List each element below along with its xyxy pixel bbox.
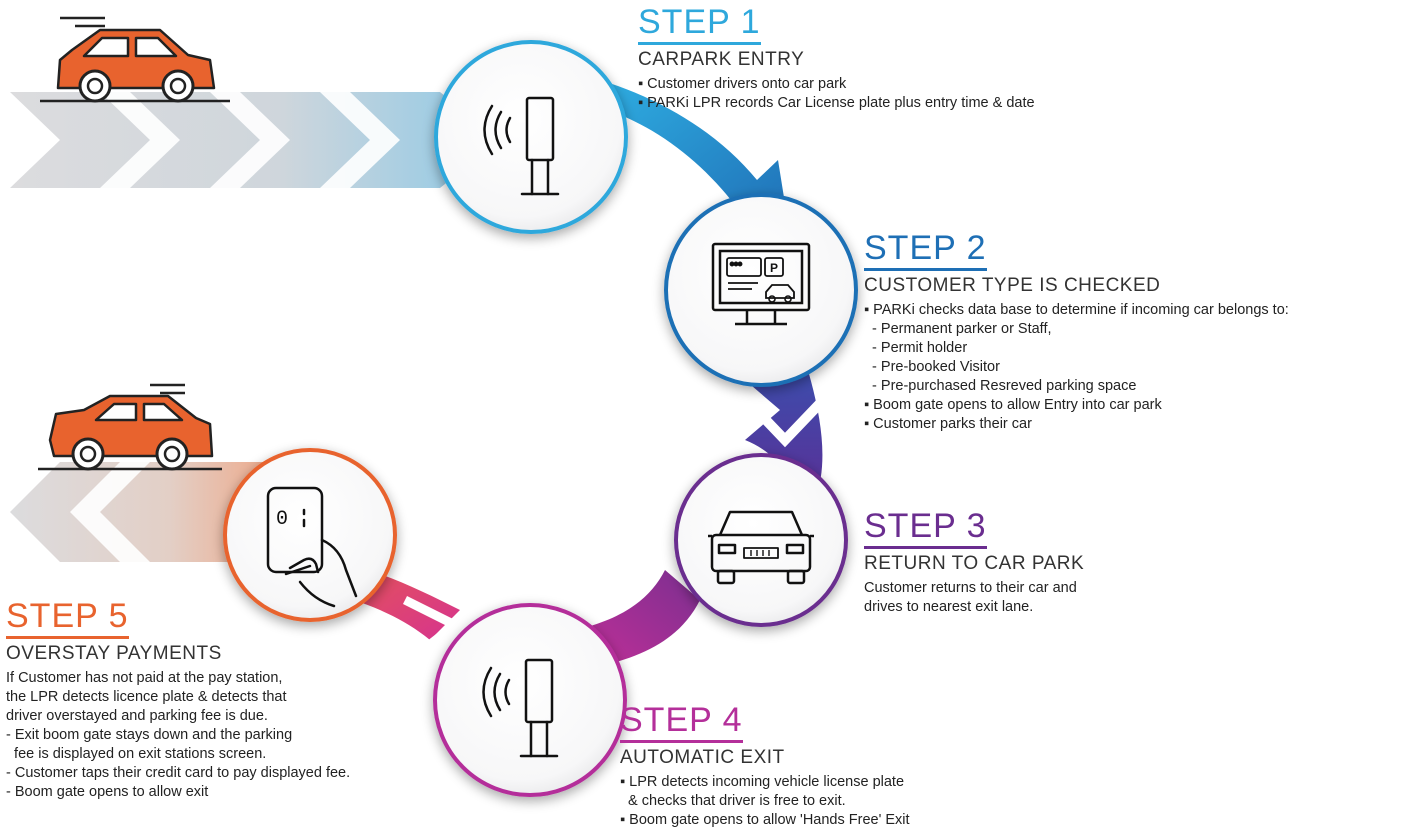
step2-line: - Permit holder: [864, 340, 968, 356]
step2-line: - Pre-booked Visitor: [864, 359, 1000, 375]
step1-circle: [434, 40, 628, 234]
step5-subtitle: OVERSTAY PAYMENTS: [6, 643, 222, 664]
step5-line: driver overstayed and parking fee is due…: [6, 708, 268, 724]
step2-subtitle: CUSTOMER TYPE IS CHECKED: [864, 275, 1161, 296]
step4-title: STEP 4: [620, 702, 743, 743]
step1-title: STEP 1: [638, 4, 761, 45]
step2-circle: [664, 193, 858, 387]
step5-line: - Boom gate opens to allow exit: [6, 784, 209, 800]
step2-line: - Permanent parker or Staff,: [864, 321, 1052, 337]
step5-block: STEP 5 OVERSTAY PAYMENTS If Customer has…: [6, 598, 350, 802]
step5-line: - Customer taps their credit card to pay…: [6, 765, 351, 781]
step4-line: & checks that driver is free to exit.: [620, 793, 846, 809]
step3-subtitle: RETURN TO CAR PARK: [864, 553, 1085, 574]
step5-lines: If Customer has not paid at the pay stat…: [6, 669, 350, 802]
step2-title: STEP 2: [864, 230, 987, 271]
svg-text:0: 0: [276, 508, 288, 531]
step2-lines: ▪ PARKi checks data base to determine if…: [864, 301, 1289, 434]
step1-line: ▪ PARKi LPR records Car License plate pl…: [638, 95, 1035, 111]
step2-line: ▪ PARKi checks data base to determine if…: [864, 302, 1289, 318]
step2-block: STEP 2 CUSTOMER TYPE IS CHECKED ▪ PARKi …: [864, 230, 1289, 434]
step5-line: the LPR detects licence plate & detects …: [6, 689, 287, 705]
step5-line: - Exit boom gate stays down and the park…: [6, 727, 293, 743]
lpr-camera-icon-exit: [482, 658, 559, 758]
step5-title: STEP 5: [6, 598, 129, 639]
step2-line: - Pre-purchased Resreved parking space: [864, 378, 1137, 394]
step4-lines: ▪ LPR detects incoming vehicle license p…: [620, 773, 910, 830]
step5-circle: [223, 448, 397, 622]
step3-title: STEP 3: [864, 508, 987, 549]
step1-subtitle: CARPARK ENTRY: [638, 49, 805, 70]
step3-line: Customer returns to their car and: [864, 580, 1077, 596]
step1-block: STEP 1 CARPARK ENTRY ▪ Customer drivers …: [638, 4, 1035, 113]
step5-line: fee is displayed on exit stations screen…: [6, 746, 267, 762]
step1-line: ▪ Customer drivers onto car park: [638, 76, 847, 92]
step4-subtitle: AUTOMATIC EXIT: [620, 747, 785, 768]
step4-circle: [433, 603, 627, 797]
step4-line: ▪ LPR detects incoming vehicle license p…: [620, 774, 905, 790]
entry-car-icon: [40, 16, 230, 103]
hand-card-payment-icon: 0: [266, 486, 358, 608]
step3-line: drives to nearest exit lane.: [864, 599, 1034, 615]
step4-line: ▪ Boom gate opens to allow 'Hands Free' …: [620, 812, 910, 828]
step4-block: STEP 4 AUTOMATIC EXIT ▪ LPR detects inco…: [620, 702, 910, 830]
lpr-camera-icon: [483, 96, 560, 196]
step2-line: ▪ Customer parks their car: [864, 416, 1032, 432]
entry-chevron-band: [10, 92, 500, 188]
svg-text:P: P: [770, 261, 778, 275]
step2-line: ▪ Boom gate opens to allow Entry into ca…: [864, 397, 1162, 413]
exit-car-icon: [38, 383, 222, 471]
car-front-icon: [708, 510, 814, 585]
step3-circle: [674, 453, 848, 627]
monitor-database-icon: P: [711, 242, 811, 326]
step3-lines: Customer returns to their car and drives…: [864, 579, 1084, 617]
step1-lines: ▪ Customer drivers onto car park ▪ PARKi…: [638, 75, 1035, 113]
step5-line: If Customer has not paid at the pay stat…: [6, 670, 283, 686]
step3-block: STEP 3 RETURN TO CAR PARK Customer retur…: [864, 508, 1084, 617]
